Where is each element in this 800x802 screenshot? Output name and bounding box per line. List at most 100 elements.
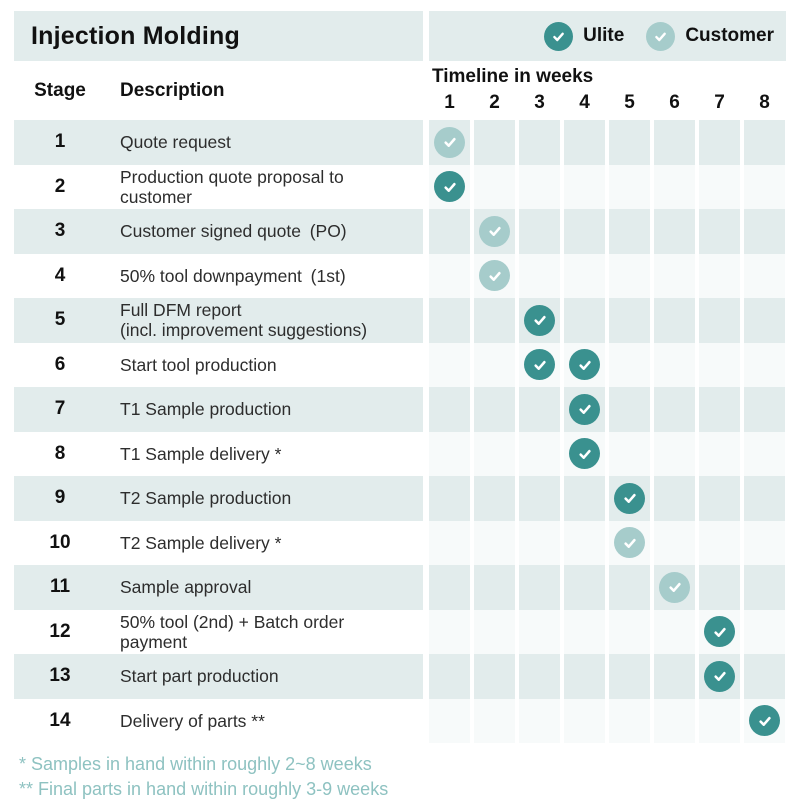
title-bar: Injection Molding [14,11,423,61]
table-row: 10 T2 Sample delivery * [14,520,786,565]
stage-description: Start tool production [120,354,277,375]
timeline-cells [429,120,786,165]
stage-column-header: Stage [34,79,86,101]
timeline-cells [429,431,786,476]
ulite-check-icon [544,21,574,51]
timeline-cells [429,164,786,209]
table-row: 9 T2 Sample production [14,476,786,521]
stage-description: Sample approval [120,577,252,598]
table-row: 13 Start part production [14,654,786,699]
stage-description: Start part production [120,666,279,687]
stage-number: 3 [54,220,66,242]
week-cell [519,387,560,432]
stage-description: T2 Sample production [120,488,292,509]
stage-number: 7 [54,398,66,420]
week-cell [474,520,515,565]
week-cell [519,209,560,254]
timeline-cells [429,609,786,654]
week-numbers: 1 2 3 4 5 6 7 8 [429,90,786,120]
ulite-check-icon [749,705,780,737]
table-row: 3 Customer signed quote (PO) [14,209,786,254]
week-cell [654,253,695,298]
timeline-table-body: 1 Quote request 2 Production quote propo… [14,120,786,743]
week-cell [429,164,470,209]
week-cell [699,164,740,209]
stage-number: 9 [54,487,66,509]
week-cell [519,253,560,298]
legend: Ulite Customer [429,11,786,61]
week-cell [564,387,605,432]
week-cell [654,431,695,476]
week-number: 2 [489,92,500,113]
week-cell [429,342,470,387]
week-cell [744,342,785,387]
week-cell [744,565,785,610]
week-cell [744,120,785,165]
week-cell [699,565,740,610]
week-cell [429,565,470,610]
table-row: 1 Quote request [14,120,786,165]
week-cell [654,164,695,209]
week-cell [699,476,740,521]
week-cell [609,565,650,610]
legend-label-customer: Customer [685,25,774,46]
week-cell [699,120,740,165]
stage-number: 2 [54,175,66,197]
week-cell [474,431,515,476]
week-cell [474,253,515,298]
week-cell [474,209,515,254]
stage-description: 50% tool downpayment (1st) [120,265,346,286]
footnotes: * Samples in hand within roughly 2~8 wee… [14,752,786,802]
week-cell [474,476,515,521]
week-cell [564,520,605,565]
week-cell [429,209,470,254]
week-cell [519,120,560,165]
week-cell [474,342,515,387]
week-cell [744,431,785,476]
timeline-cells [429,209,786,254]
stage-number: 1 [54,131,66,153]
ulite-check-icon [569,349,600,381]
week-cell [744,253,785,298]
week-cell [609,164,650,209]
week-cell [429,654,470,699]
week-number: 3 [534,92,545,113]
week-cell [609,253,650,298]
timeline-header: Timeline in weeks [432,66,594,87]
ulite-check-icon [524,304,555,336]
table-row: 12 50% tool (2nd) + Batch order payment [14,609,786,654]
page-header: Injection Molding Ulite Customer [14,11,786,61]
stage-description: Quote request [120,132,231,153]
table-row: 11 Sample approval [14,565,786,610]
stage-description: T2 Sample delivery * [120,532,282,553]
week-cell [564,298,605,343]
stage-description: 50% tool (2nd) + Batch order payment [120,611,345,652]
week-cell [654,387,695,432]
timeline-cells [429,565,786,610]
ulite-check-icon [434,171,465,203]
stage-description: Production quote proposal to customer [120,166,344,207]
table-row: 6 Start tool production [14,342,786,387]
stage-number: 6 [54,353,66,375]
ulite-check-icon [524,349,555,381]
ulite-check-icon [614,482,645,514]
week-cell [609,209,650,254]
week-cell [519,565,560,610]
week-cell [564,209,605,254]
week-cell [744,609,785,654]
week-cell [429,120,470,165]
table-row: 2 Production quote proposal to customer [14,164,786,209]
week-cell [429,520,470,565]
week-number: 8 [759,92,770,113]
week-number: 4 [579,92,590,113]
legend-item-customer: Customer [646,21,774,51]
week-cell [474,164,515,209]
timeline-cells [429,520,786,565]
timeline-cells [429,387,786,432]
week-number: 7 [714,92,725,113]
customer-check-icon [434,126,465,158]
week-cell [429,431,470,476]
customer-check-icon [479,215,510,247]
week-cell [744,164,785,209]
table-row: 4 50% tool downpayment (1st) [14,253,786,298]
